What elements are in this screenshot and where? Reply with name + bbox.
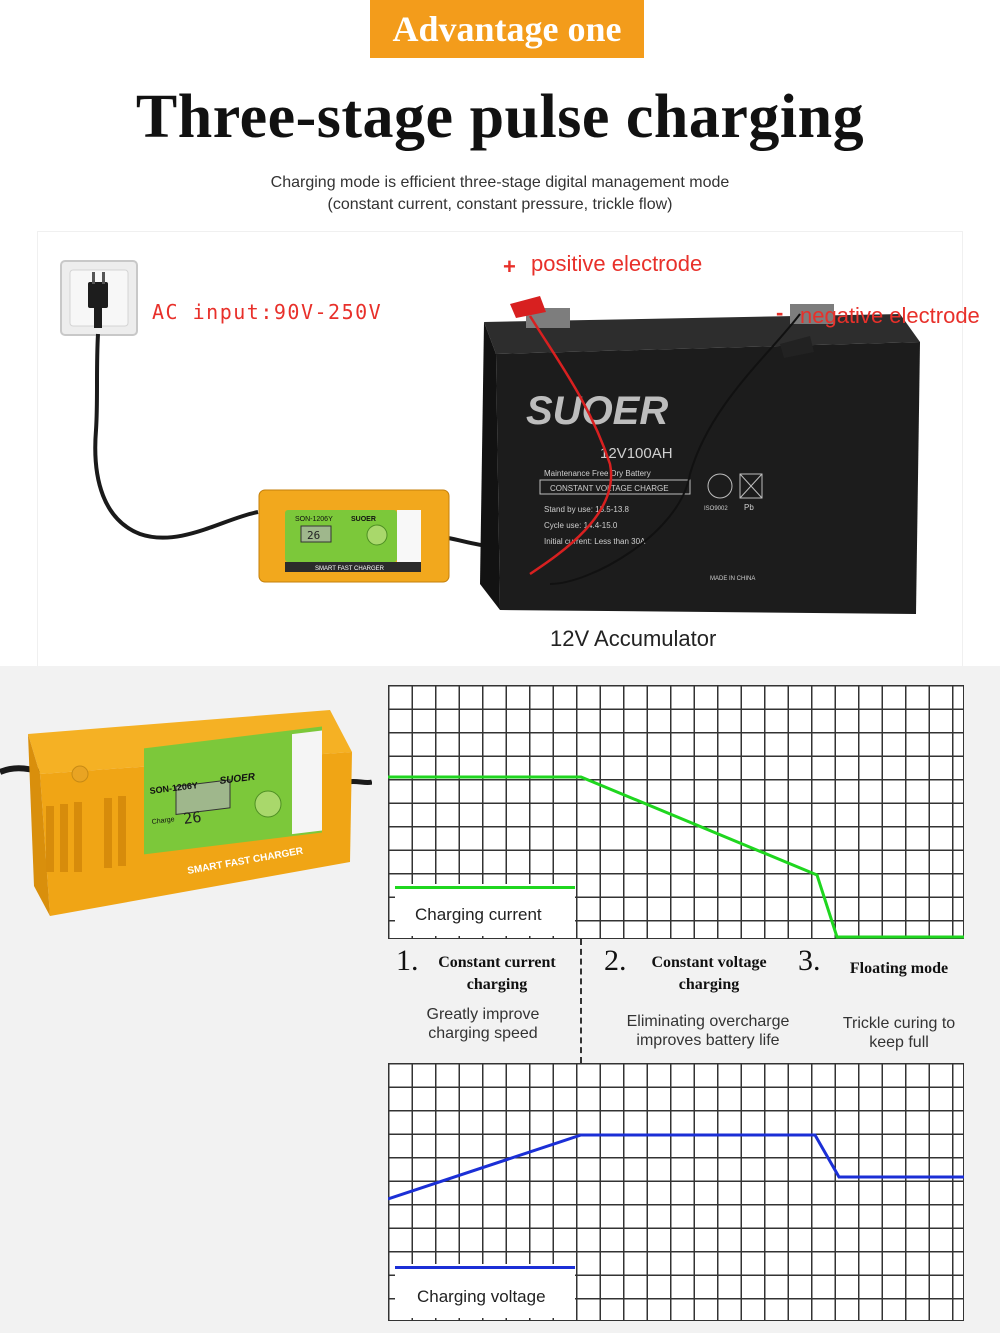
battery-recycle: Pb bbox=[744, 503, 754, 512]
charger-small: SON-1206Y SUOER 26 SMART FAST CHARGER bbox=[258, 489, 450, 583]
stage-1-number: 1. bbox=[396, 944, 419, 977]
current-legend: Charging current bbox=[395, 884, 575, 936]
charger-small-footer: SMART FAST CHARGER bbox=[315, 566, 385, 572]
current-legend-line bbox=[395, 886, 575, 889]
subtitle-line-1: Charging mode is efficient three-stage d… bbox=[270, 174, 730, 191]
charger-large: SON-1206Y SUOER Charge 26 SMART FAST CHA… bbox=[0, 710, 372, 916]
accumulator-label: 12V Accumulator bbox=[550, 626, 717, 651]
voltage-legend-text: Charging voltage bbox=[417, 1287, 546, 1306]
voltage-legend: Charging voltage bbox=[395, 1264, 575, 1318]
charging-current-line bbox=[388, 775, 964, 939]
negative-sign: - bbox=[776, 300, 784, 325]
voltage-chart bbox=[388, 1063, 964, 1321]
stage-1-title: Constant current charging bbox=[438, 954, 556, 993]
charger-small-display: 26 bbox=[307, 529, 320, 542]
current-curve bbox=[388, 775, 964, 939]
charger-small-brand: SUOER bbox=[351, 516, 376, 523]
stage-2-number: 2. bbox=[604, 944, 627, 977]
subtitle-line-2: (constant current, constant pressure, tr… bbox=[327, 196, 673, 213]
charger-small-model: SON-1206Y bbox=[295, 516, 333, 523]
stage-1-desc: Greatly improve charging speed bbox=[426, 1006, 540, 1042]
battery-cert: ISO9002 bbox=[704, 506, 728, 512]
battery-image: SUOER 12V100AH Maintenance Free Dry Batt… bbox=[480, 296, 920, 614]
stage-3-number: 3. bbox=[798, 944, 821, 977]
battery-model: 12V100AH bbox=[600, 445, 673, 462]
battery-made-in: MADE IN CHINA bbox=[710, 576, 755, 582]
charger-large-charge: Charge bbox=[151, 816, 175, 826]
battery-line-3: Stand by use: 13.5-13.8 bbox=[544, 505, 630, 514]
wall-socket-icon bbox=[60, 260, 138, 336]
stage-3-desc: Trickle curing to keep full bbox=[842, 1015, 956, 1051]
battery-line-4: Cycle use: 14.4-15.0 bbox=[544, 521, 618, 530]
battery-line-5: Initial current: Less than 30A bbox=[544, 537, 646, 546]
page-title: Three-stage pulse charging bbox=[135, 83, 865, 151]
voltage-curve bbox=[388, 1133, 964, 1201]
subtitle: Charging mode is efficient three-stage d… bbox=[0, 172, 1000, 216]
positive-electrode-label: positive electrode bbox=[531, 251, 703, 276]
charger-large-display: 26 bbox=[182, 808, 202, 828]
voltage-legend-line bbox=[395, 1266, 575, 1269]
charger-large-brand: SUOER bbox=[219, 772, 256, 787]
battery-brand: SUOER bbox=[526, 389, 668, 433]
stage-2-title: Constant voltage charging bbox=[651, 954, 767, 993]
stage-divider bbox=[580, 939, 582, 1063]
current-legend-text: Charging current bbox=[415, 905, 542, 924]
ac-input-label: AC input:90V-250V bbox=[152, 300, 383, 324]
positive-sign: + bbox=[503, 254, 516, 279]
battery-line-1: Maintenance Free Dry Battery bbox=[544, 469, 651, 478]
charging-voltage-line bbox=[388, 1133, 964, 1201]
stage-3-title: Floating mode bbox=[849, 960, 949, 977]
stage-2-desc: Eliminating overcharge improves battery … bbox=[626, 1013, 790, 1049]
negative-electrode-label: negative electrode bbox=[800, 303, 980, 328]
advantage-badge: Advantage one bbox=[370, 0, 644, 58]
